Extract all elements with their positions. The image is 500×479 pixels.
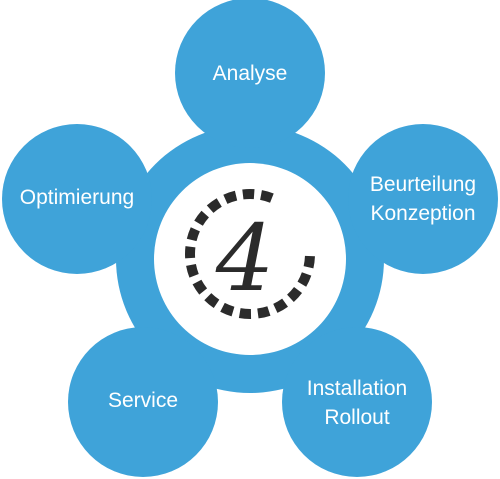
dash-segment xyxy=(223,190,238,204)
node-label-konzeption: Konzeption xyxy=(370,202,475,225)
center-disc xyxy=(154,163,346,355)
dash-segment xyxy=(273,298,288,313)
node-label-analyse: Analyse xyxy=(213,62,288,85)
dash-segment xyxy=(186,263,199,278)
node-label-installation: Installation xyxy=(307,377,407,400)
node-circle xyxy=(348,124,498,274)
dash-segment xyxy=(297,272,312,287)
dash-segment xyxy=(286,286,303,303)
node-label-service: Service xyxy=(108,389,178,412)
node-optimierung: Optimierung xyxy=(2,124,152,274)
node-analyse: Analyse xyxy=(175,0,325,148)
center-number: 4 xyxy=(215,205,275,312)
dashed-circle-icon xyxy=(185,189,315,319)
dash-segment xyxy=(220,302,235,317)
node-circle xyxy=(2,124,152,274)
dash-segment xyxy=(259,190,274,203)
node-circle xyxy=(175,0,325,148)
node-installation-rollout: Installation Rollout xyxy=(282,327,432,477)
node-circle xyxy=(68,327,218,477)
node-label-beurteilung: Beurteilung xyxy=(370,173,476,196)
node-label-optimierung: Optimierung xyxy=(20,186,134,209)
dash-segment xyxy=(204,293,220,308)
dash-segment xyxy=(186,227,200,242)
dash-segment xyxy=(192,279,208,295)
node-label-rollout: Rollout xyxy=(324,406,390,429)
dash-segment xyxy=(206,198,222,213)
node-circle xyxy=(282,327,432,477)
node-service: Service xyxy=(68,327,218,477)
dash-segment xyxy=(238,308,252,319)
dash-segment xyxy=(194,210,210,226)
dash-segment xyxy=(303,255,315,269)
dash-segment xyxy=(257,306,271,319)
node-beurteilung-konzeption: Beurteilung Konzeption xyxy=(348,124,498,274)
